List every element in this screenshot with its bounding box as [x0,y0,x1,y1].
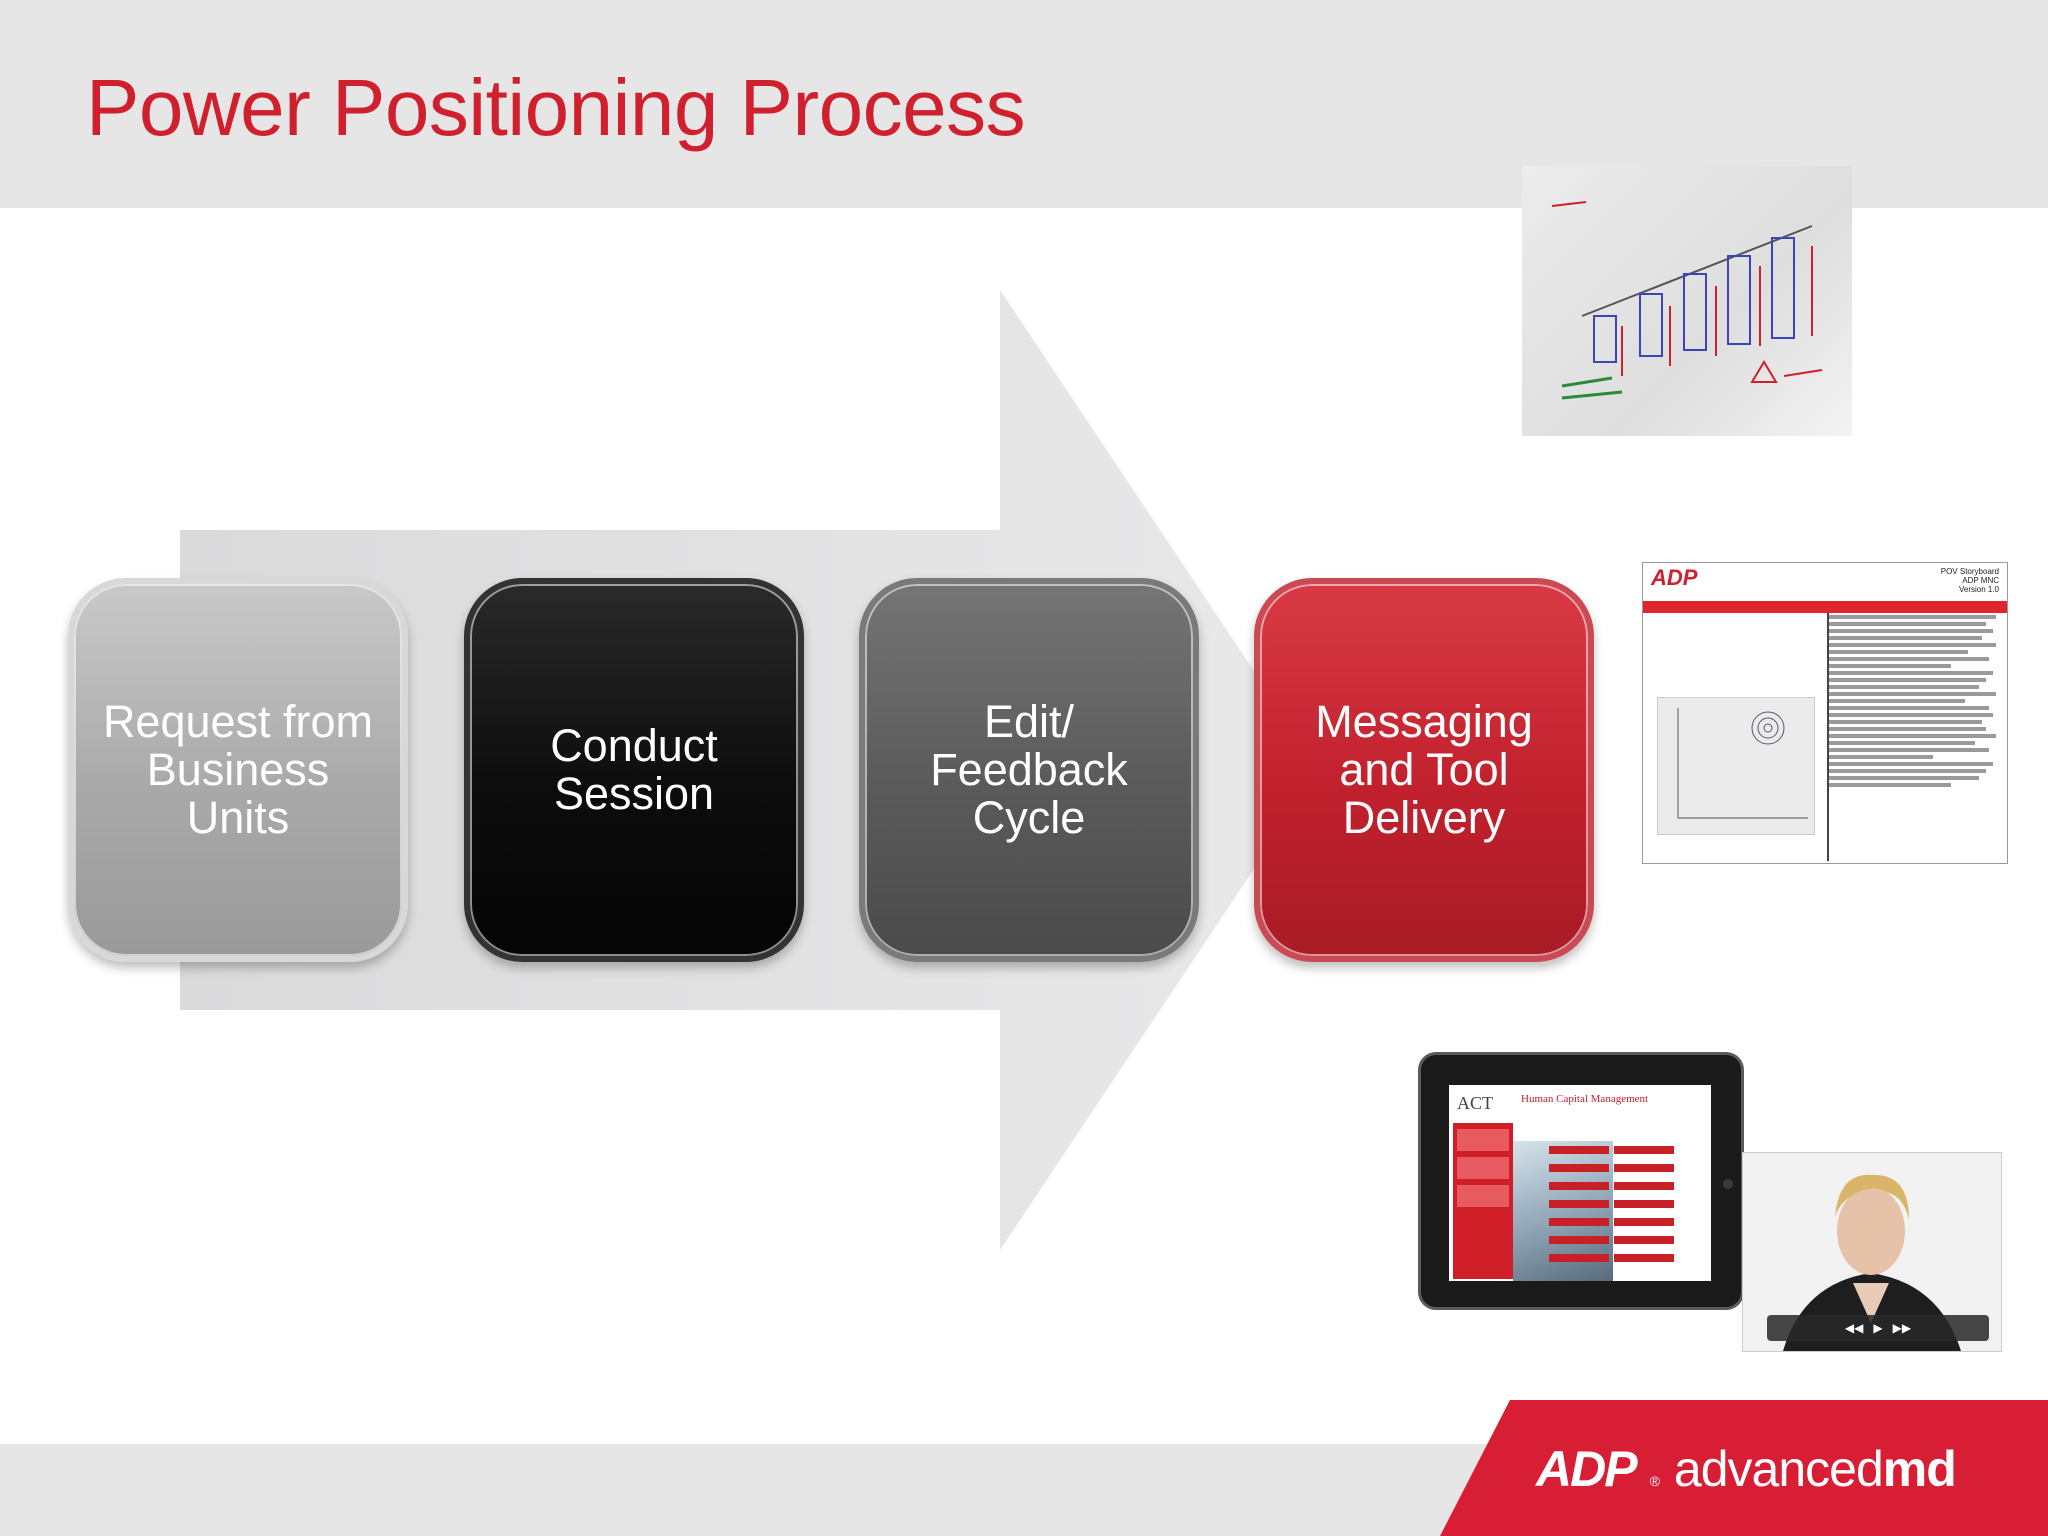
tablet-button-grid [1549,1143,1699,1269]
tablet-device-image: ACT Human Capital Management [1418,1052,1744,1310]
step-conduct-session: Conduct Session [464,578,804,962]
rewind-icon[interactable]: ◀◀ [1844,1321,1864,1335]
storyboard-meta: POV Storyboard ADP MNC Version 1.0 [1940,567,1999,594]
step-label: Conduct Session [550,720,718,819]
step-edit-feedback-cycle: Edit/ Feedback Cycle [859,578,1199,962]
tablet-sidebar [1453,1123,1513,1279]
tablet-app-title: Human Capital Management [1521,1093,1649,1105]
brand-logo: ADP ® advanced md [1536,1440,1957,1498]
tablet-home-button [1723,1179,1733,1189]
step-request-from-business-units: Request from Business Units [68,578,408,962]
napkin-sketch-image [1522,166,1852,436]
step-label: Request from Business Units [102,696,374,843]
storyboard-header-bar [1643,601,2007,613]
footer-band [0,1444,1560,1536]
video-controls[interactable]: ◀◀ ▶ ▶▶ [1767,1315,1989,1341]
play-icon[interactable]: ▶ [1873,1321,1883,1335]
step-label: Messaging and Tool Delivery [1315,696,1533,843]
storyboard-document-image: ADP POV Storyboard ADP MNC Version 1.0 [1642,562,2008,864]
storyboard-text-column [1829,615,2003,790]
tablet-screen: ACT Human Capital Management [1449,1085,1711,1281]
storyboard-visual-column [1643,613,1829,861]
footer-brand-panel [1440,1400,2048,1536]
fast-forward-icon[interactable]: ▶▶ [1892,1321,1912,1335]
tablet-app-logo: ACT [1457,1093,1493,1113]
step-messaging-and-tool-delivery: Messaging and Tool Delivery [1254,578,1594,962]
slide-title: Power Positioning Process [86,63,1026,152]
registered-mark: ® [1649,1473,1660,1489]
storyboard-logo: ADP [1651,565,1698,590]
storyboard-sketch [1657,697,1815,835]
brand-advanced: advanced [1673,1441,1884,1497]
adp-logo: ADP [1536,1441,1638,1497]
brand-md: md [1882,1441,1957,1497]
presenter-video-image: ◀◀ ▶ ▶▶ [1742,1152,2002,1352]
step-label: Edit/ Feedback Cycle [930,696,1128,843]
